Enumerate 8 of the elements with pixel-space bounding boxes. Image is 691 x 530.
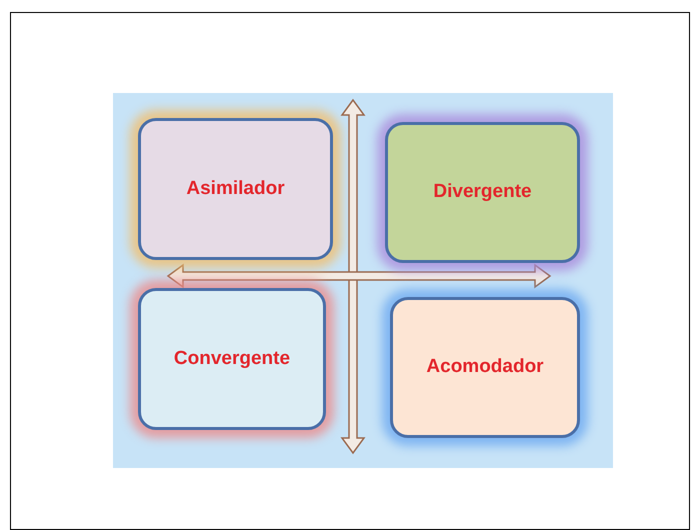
box-label: Acomodador	[426, 355, 544, 380]
box-label: Convergente	[174, 346, 290, 371]
rounded-box	[138, 118, 333, 260]
box-label: Divergente	[433, 180, 532, 204]
rounded-box	[385, 122, 580, 263]
rounded-box	[390, 297, 580, 438]
rounded-box	[138, 288, 326, 430]
box-label: Asimilador	[186, 176, 285, 201]
